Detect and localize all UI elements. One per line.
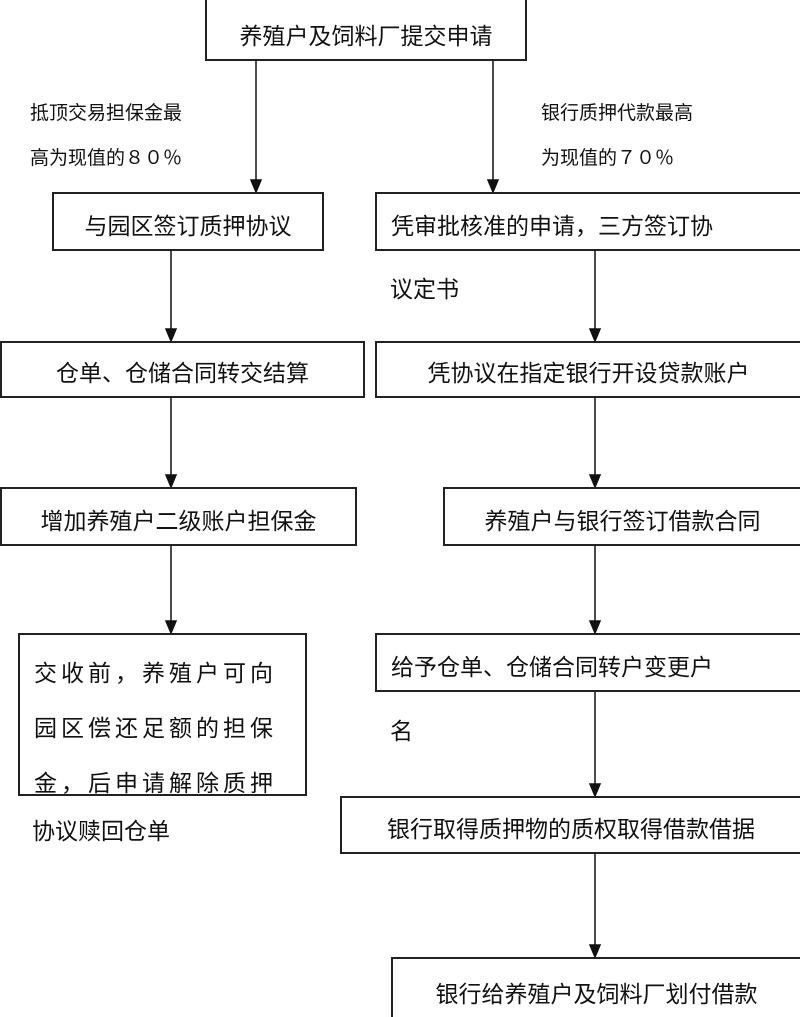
start-text: 养殖户及饲料厂提交申请 bbox=[239, 24, 493, 50]
left-step-1-text: 与园区签订质押协议 bbox=[84, 214, 292, 240]
right-step-4-text: 给予仓单、仓储合同转户变更户 bbox=[391, 655, 713, 681]
right-step-3-text: 养殖户与银行签订借款合同 bbox=[484, 509, 761, 535]
right-step-4: 给予仓单、仓储合同转户变更户 bbox=[375, 633, 800, 692]
start-box: 养殖户及饲料厂提交申请 bbox=[205, 0, 527, 61]
left-final-line4: 协议赎回仓单 bbox=[32, 819, 170, 845]
right-step-5-text: 银行取得质押物的质权取得借款借据 bbox=[387, 817, 755, 843]
left-step-1: 与园区签订质押协议 bbox=[52, 192, 324, 251]
right-condition-line1: 银行质押代款最高 bbox=[541, 102, 694, 124]
left-condition-line2: 高为现值的８０％ bbox=[30, 147, 183, 169]
left-step-2: 仓单、仓储合同转交结算 bbox=[0, 341, 365, 398]
left-final-box: 交收前，养殖户可向 园区偿还足额的担保 金，后申请解除质押 bbox=[18, 633, 307, 797]
right-step-2-text: 凭协议在指定银行开设贷款账户 bbox=[427, 361, 750, 387]
right-step-4-continued: 名 bbox=[390, 719, 413, 745]
right-condition-line2: 为现值的７０％ bbox=[541, 147, 675, 169]
left-final-line2: 园区偿还足额的担保 bbox=[34, 716, 277, 742]
left-step-2-text: 仓单、仓储合同转交结算 bbox=[56, 361, 309, 387]
right-step-1-text: 凭审批核准的申请，三方签订协 bbox=[391, 214, 713, 240]
left-step-3-text: 增加养殖户二级账户担保金 bbox=[40, 509, 317, 535]
left-final-line1: 交收前，养殖户可向 bbox=[34, 661, 277, 687]
right-step-1: 凭审批核准的申请，三方签订协 bbox=[375, 192, 800, 251]
left-condition-line1: 抵顶交易担保金最 bbox=[30, 102, 183, 124]
right-step-1-continued: 议定书 bbox=[390, 277, 459, 303]
left-step-3: 增加养殖户二级账户担保金 bbox=[0, 487, 357, 546]
left-final-line3: 金，后申请解除质押 bbox=[34, 771, 277, 797]
right-step-3: 养殖户与银行签订借款合同 bbox=[443, 487, 800, 546]
right-step-6: 银行给养殖户及饲料厂划付借款 bbox=[391, 957, 800, 1017]
right-step-5: 银行取得质押物的质权取得借款借据 bbox=[340, 796, 800, 854]
right-step-2: 凭协议在指定银行开设贷款账户 bbox=[375, 341, 800, 398]
right-step-6-text: 银行给养殖户及饲料厂划付借款 bbox=[435, 982, 758, 1008]
